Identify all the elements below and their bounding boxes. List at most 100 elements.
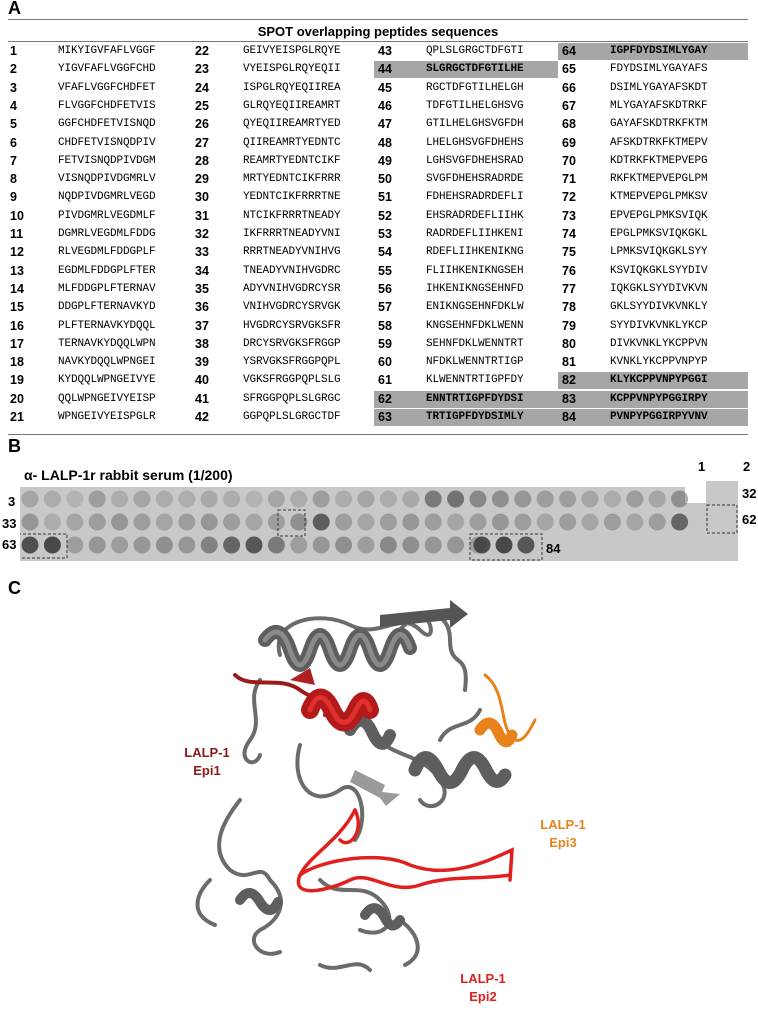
peptide-sequence: GGPQPLSLGRGCTDF — [243, 411, 341, 423]
peptide-sequence: RKFKTMEPVEPGLPM — [610, 173, 708, 186]
peptide-highlight — [374, 61, 558, 79]
blot-spot — [491, 513, 509, 531]
peptide-number: 1 — [10, 44, 17, 58]
blot-label-2: 2 — [743, 459, 751, 474]
blot-spot — [559, 490, 577, 508]
blot-spot — [447, 536, 465, 554]
peptide-number: 66 — [562, 80, 576, 95]
epitope-2-region — [296, 808, 514, 893]
blot-spot — [88, 513, 106, 531]
peptide-sequence: EPVEPGLPMKSVIQK — [610, 209, 708, 222]
peptide-number: 26 — [195, 117, 209, 132]
blot-spot — [267, 513, 285, 531]
blot-spot — [402, 536, 420, 554]
peptide-sequence: MIKYIGVFAFLVGGF — [58, 45, 156, 57]
peptide-number: 80 — [562, 336, 576, 351]
blot-spot — [178, 536, 196, 554]
peptide-number: 24 — [195, 80, 209, 95]
blot-spot — [178, 513, 196, 531]
peptide-number: 7 — [10, 153, 17, 168]
peptide-sequence: FDYDSIMLYGAYAFS — [610, 63, 708, 76]
peptide-sequence: SFRGGPQPLSLGRGC — [243, 392, 341, 405]
peptide-sequence: EGDMLFDDGPLFTER — [58, 264, 156, 277]
peptide-number: 51 — [378, 190, 392, 205]
blot-spot — [290, 536, 308, 554]
peptide-sequence: NQDPIVDGMRLVEGD — [58, 191, 156, 204]
peptide-number: 44 — [378, 62, 392, 77]
peptide-sequence: SEHNFDKLWENNTRT — [426, 337, 524, 350]
membrane-background — [20, 481, 738, 561]
peptide-sequence: KDTRKFKTMEPVEPG — [610, 154, 708, 167]
peptide-number: 63 — [378, 410, 392, 424]
peptide-sequence: FDHEHSRADRDEFLI — [426, 191, 524, 204]
peptide-number: 33 — [195, 245, 209, 260]
peptide-number: 36 — [195, 300, 209, 315]
peptide-number: 72 — [562, 190, 576, 205]
peptide-sequence: KLYKCPPVNPYPGGI — [610, 374, 708, 387]
blot-spot — [424, 490, 442, 508]
blot-spot — [21, 536, 39, 554]
peptide-sequence: GEIVYEISPGLRQYE — [243, 45, 341, 57]
table-top-rule — [8, 19, 748, 20]
peptide-highlight — [558, 372, 748, 390]
peptide-sequence: VFAFLVGGFCHDFET — [58, 81, 156, 94]
peptide-number: 37 — [195, 318, 209, 333]
blot-spot — [43, 536, 61, 554]
peptide-sequence: GTILHELGHSVGFDH — [426, 118, 524, 131]
peptide-number: 83 — [562, 391, 576, 406]
peptide-sequence: KNGSEHNFDKLWENN — [426, 319, 524, 332]
peptide-sequence: SYYDIVKVNKLYKCP — [610, 319, 708, 332]
blot-spot — [200, 536, 218, 554]
blot-spot — [402, 490, 420, 508]
blot-spot — [357, 536, 375, 554]
peptide-sequence: KTMEPVEPGLPMKSV — [610, 191, 708, 204]
peptide-number: 32 — [195, 227, 209, 241]
peptide-number: 34 — [195, 263, 209, 278]
peptide-sequence: QIIREAMRTYEDNTC — [243, 136, 341, 149]
peptide-sequence: DRCYSRVGKSFRGGP — [243, 337, 341, 350]
peptide-sequence: SLGRGCTDFGTILHE — [426, 63, 524, 76]
peptide-sequence: REAMRTYEDNTCIKF — [243, 154, 341, 167]
peptide-sequence: MRTYEDNTCIKFRRR — [243, 173, 341, 186]
peptide-sequence: RRRTNEADYVNIHVG — [243, 246, 341, 259]
peptide-number: 69 — [562, 135, 576, 150]
blot-spot — [671, 513, 689, 531]
blot-spot — [671, 490, 689, 508]
peptide-sequence: SVGFDHEHSRADRDE — [426, 173, 524, 186]
peptide-number: 25 — [195, 98, 209, 113]
epitope-1-label: LALP-1 Epi1 — [172, 744, 242, 780]
peptide-number: 12 — [10, 245, 24, 260]
blot-spot — [290, 490, 308, 508]
panel-c-letter: C — [8, 578, 21, 598]
peptide-number: 53 — [378, 227, 392, 241]
peptide-number: 31 — [195, 208, 209, 223]
peptide-sequence: ADYVNIHVGDRCYSR — [243, 282, 341, 295]
peptide-number: 73 — [562, 208, 576, 223]
peptide-number: 29 — [195, 172, 209, 187]
peptide-sequence: RADRDEFLIIHKENI — [426, 228, 524, 240]
peptide-sequence: KSVIQKGKLSYYDIV — [610, 264, 708, 277]
epitope-3-region — [474, 673, 537, 748]
peptide-number: 43 — [378, 44, 392, 58]
blot-spot — [424, 513, 442, 531]
peptide-sequence: QYEQIIREAMRTYED — [243, 118, 341, 131]
peptide-sequence: GLRQYEQIIREAMRT — [243, 99, 341, 112]
peptide-sequence: PVNPYPGGIRPYVNV — [610, 411, 708, 423]
peptide-sequence: GGFCHDFETVISNQD — [58, 118, 156, 131]
peptide-sequence: ENNTRTIGPFDYDSI — [426, 392, 524, 405]
peptide-sequence: VISNQDPIVDGMRLV — [58, 173, 156, 186]
peptide-number: 30 — [195, 190, 209, 205]
table-title-rule — [8, 41, 748, 42]
blot-spot — [559, 513, 577, 531]
blot-spot — [357, 490, 375, 508]
epitope-3-label-line2: Epi3 — [549, 835, 577, 850]
blot-spot — [178, 490, 196, 508]
blot-spot — [379, 490, 397, 508]
peptide-sequence: KVNKLYKCPPVNPYP — [610, 356, 708, 369]
blot-spot — [245, 490, 263, 508]
blot-spot — [21, 513, 39, 531]
peptide-sequence: MLFDDGPLFTERNAV — [58, 282, 156, 295]
peptide-sequence: YSRVGKSFRGGPQPL — [243, 356, 341, 369]
peptide-number: 45 — [378, 80, 392, 95]
peptide-number: 42 — [195, 410, 209, 424]
